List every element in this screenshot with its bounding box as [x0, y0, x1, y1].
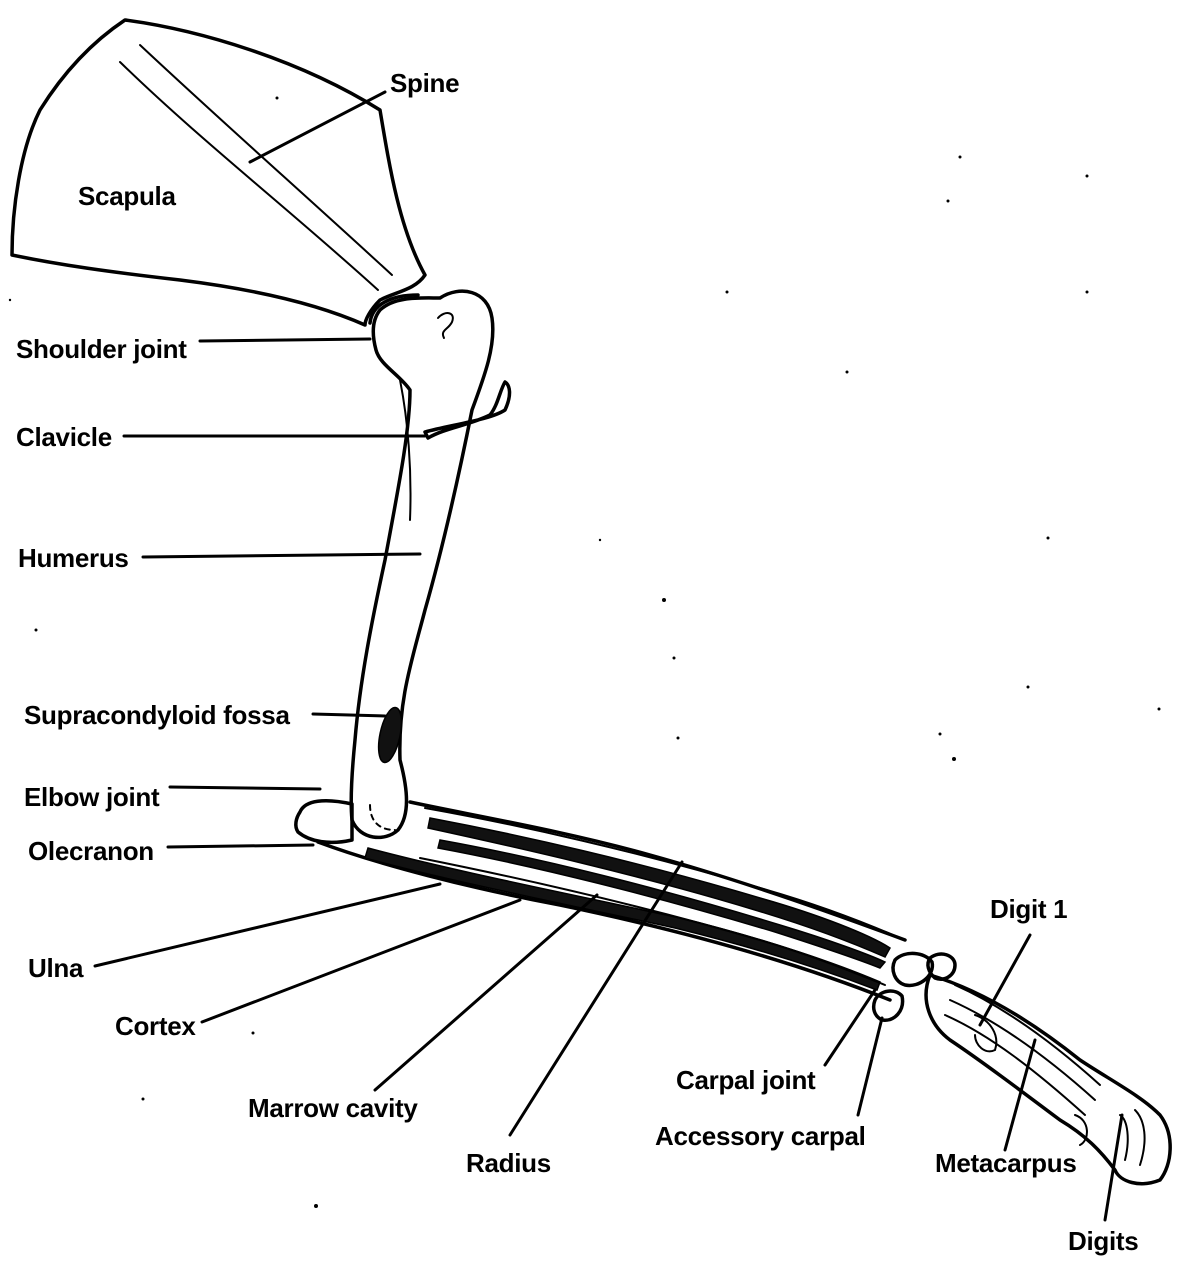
metacarpal-line-3	[945, 1015, 1085, 1115]
label-carpal-joint: Carpal joint	[676, 1065, 816, 1095]
label-spine: Spine	[390, 68, 459, 98]
marrow-cavity-leader	[375, 895, 597, 1090]
label-shoulder-joint: Shoulder joint	[16, 334, 187, 364]
label-digits: Digits	[1068, 1226, 1138, 1256]
label-elbow-joint: Elbow joint	[24, 782, 160, 812]
label-cortex: Cortex	[115, 1011, 196, 1041]
label-scapula: Scapula	[78, 181, 176, 211]
spine-leader	[250, 92, 385, 162]
label-clavicle: Clavicle	[16, 422, 112, 452]
label-accessory-carpal: Accessory carpal	[655, 1121, 866, 1151]
scapula-spine-ridge	[120, 62, 378, 290]
supracondyloid-fossa-leader	[313, 714, 385, 716]
ulna-leader	[95, 884, 440, 966]
labels: Spine Scapula Shoulder joint Clavicle Hu…	[16, 68, 1138, 1256]
label-olecranon: Olecranon	[28, 836, 154, 866]
scan-specks	[9, 97, 1161, 1209]
label-humerus: Humerus	[18, 543, 129, 573]
label-radius: Radius	[466, 1148, 551, 1178]
label-supracondyloid-fossa: Supracondyloid fossa	[24, 700, 290, 730]
olecranon-outline	[296, 801, 352, 843]
humerus-leader	[143, 554, 420, 557]
digit-bone-2	[1135, 1110, 1145, 1165]
elbow-dashed-line	[370, 805, 395, 830]
humerus-head-notch	[438, 313, 453, 338]
scapula-spine-ridge-inner	[140, 45, 392, 275]
label-metacarpus: Metacarpus	[935, 1148, 1077, 1178]
accessory-carpal-leader	[858, 1018, 882, 1115]
label-digit-1: Digit 1	[990, 894, 1067, 924]
metacarpus-leader	[1005, 1040, 1035, 1150]
label-ulna: Ulna	[28, 953, 84, 983]
accessory-carpal-bone	[874, 991, 903, 1020]
olecranon-leader	[168, 845, 313, 847]
label-marrow-cavity: Marrow cavity	[248, 1093, 418, 1123]
carpal-joint-leader	[825, 990, 875, 1065]
humerus-outline	[351, 291, 493, 837]
digits-leader	[1105, 1115, 1122, 1220]
scapula-outline	[12, 20, 425, 325]
elbow-joint-leader	[170, 787, 320, 789]
shoulder-joint-leader	[200, 339, 370, 341]
